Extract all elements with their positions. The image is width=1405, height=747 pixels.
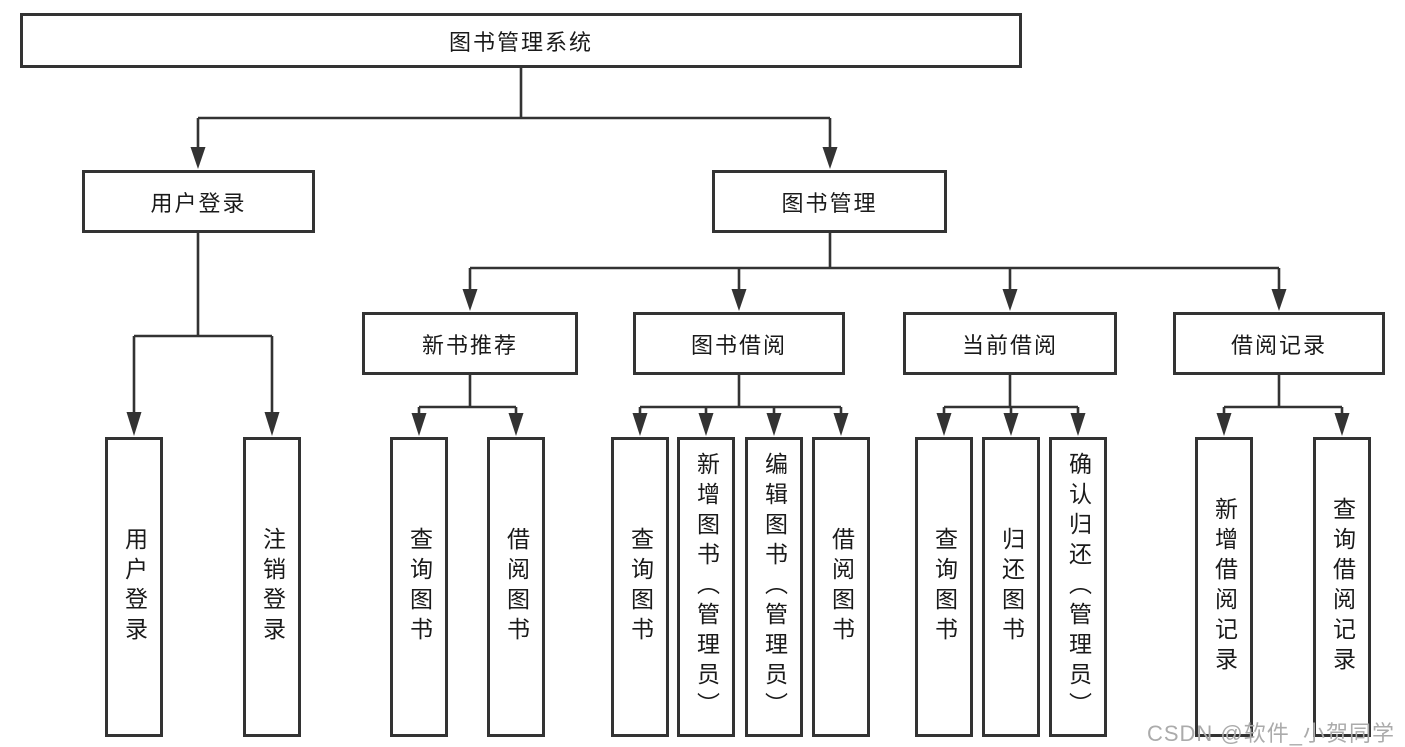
leaf-logout: 注销登录 [243,437,301,737]
node-label: 借阅图书 [503,527,530,647]
node-label: 借阅记录 [1230,332,1327,358]
node-label: 用户登录 [150,190,247,216]
node-label: 新增借阅记录 [1211,497,1238,677]
node-label: 新增图书（管理员） [693,452,720,722]
node-label: 编辑图书（管理员） [761,452,788,722]
node-current-borrowing: 当前借阅 [903,312,1117,375]
node-label: 查询图书 [406,527,433,647]
leaf-query-borrow-record: 查询借阅记录 [1313,437,1371,737]
node-new-book-recommendation: 新书推荐 [362,312,578,375]
leaf-edit-books-admin: 编辑图书（管理员） [745,437,803,737]
node-label: 用户登录 [121,527,148,647]
leaf-user-login: 用户登录 [105,437,163,737]
node-book-management: 图书管理 [712,170,947,233]
leaf-add-books-admin: 新增图书（管理员） [677,437,735,737]
node-library-management-system: 图书管理系统 [20,13,1022,68]
node-label: 新书推荐 [421,332,518,358]
leaf-borrow-books: 借阅图书 [812,437,870,737]
watermark: CSDN @软件_小贺同学 [1146,721,1395,746]
node-book-borrowing: 图书借阅 [633,312,845,375]
leaf-query-books-recommend: 查询图书 [390,437,448,737]
leaf-add-borrow-record: 新增借阅记录 [1195,437,1253,737]
node-label: 当前借阅 [961,332,1058,358]
node-label: 借阅图书 [828,527,855,647]
node-label: 确认归还（管理员） [1065,452,1092,722]
node-label: 查询图书 [931,527,958,647]
leaf-confirm-return-admin: 确认归还（管理员） [1049,437,1107,737]
node-borrowing-records: 借阅记录 [1173,312,1385,375]
leaf-return-books: 归还图书 [982,437,1040,737]
node-label: 图书管理系统 [448,29,593,55]
node-label: 查询借阅记录 [1329,497,1356,677]
node-label: 查询图书 [627,527,654,647]
leaf-query-books-current: 查询图书 [915,437,973,737]
node-label: 图书管理 [781,190,878,216]
leaf-query-books-borrow: 查询图书 [611,437,669,737]
node-label: 图书借阅 [690,332,787,358]
leaf-borrow-books-recommend: 借阅图书 [487,437,545,737]
node-user-login: 用户登录 [82,170,315,233]
node-label: 注销登录 [259,527,286,647]
node-label: 归还图书 [998,527,1025,647]
